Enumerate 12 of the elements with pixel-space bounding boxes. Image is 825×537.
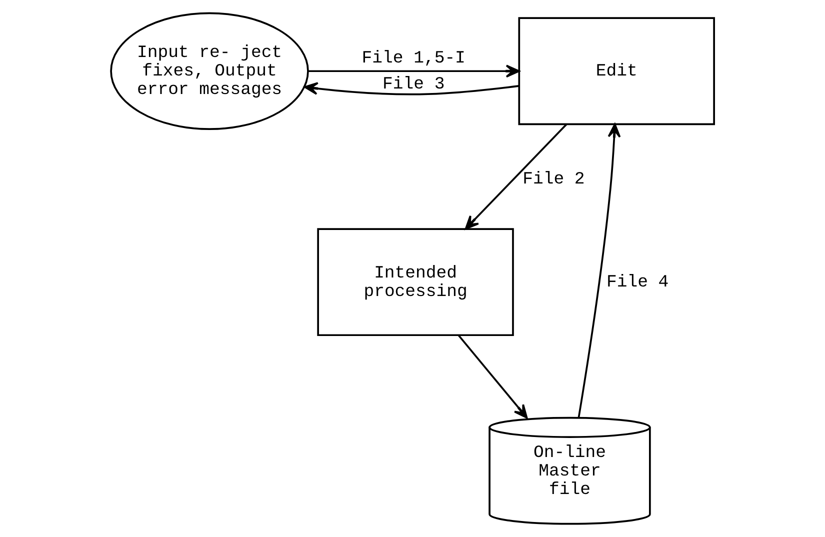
arrow <box>458 334 528 419</box>
arrow <box>464 124 568 230</box>
edge-label: File 4 <box>606 274 669 293</box>
node-box: Edit <box>518 17 715 126</box>
arrow <box>308 64 520 78</box>
node-box: Intended processing <box>317 228 514 336</box>
edge-label: File 3 <box>382 76 445 95</box>
node-ellipse: Input re- ject fixes, Output error messages <box>110 12 309 130</box>
arrow <box>304 82 520 96</box>
edge-label: File 1,5-I <box>362 50 466 69</box>
edge-label: File 2 <box>522 170 585 190</box>
arrow <box>578 123 621 418</box>
